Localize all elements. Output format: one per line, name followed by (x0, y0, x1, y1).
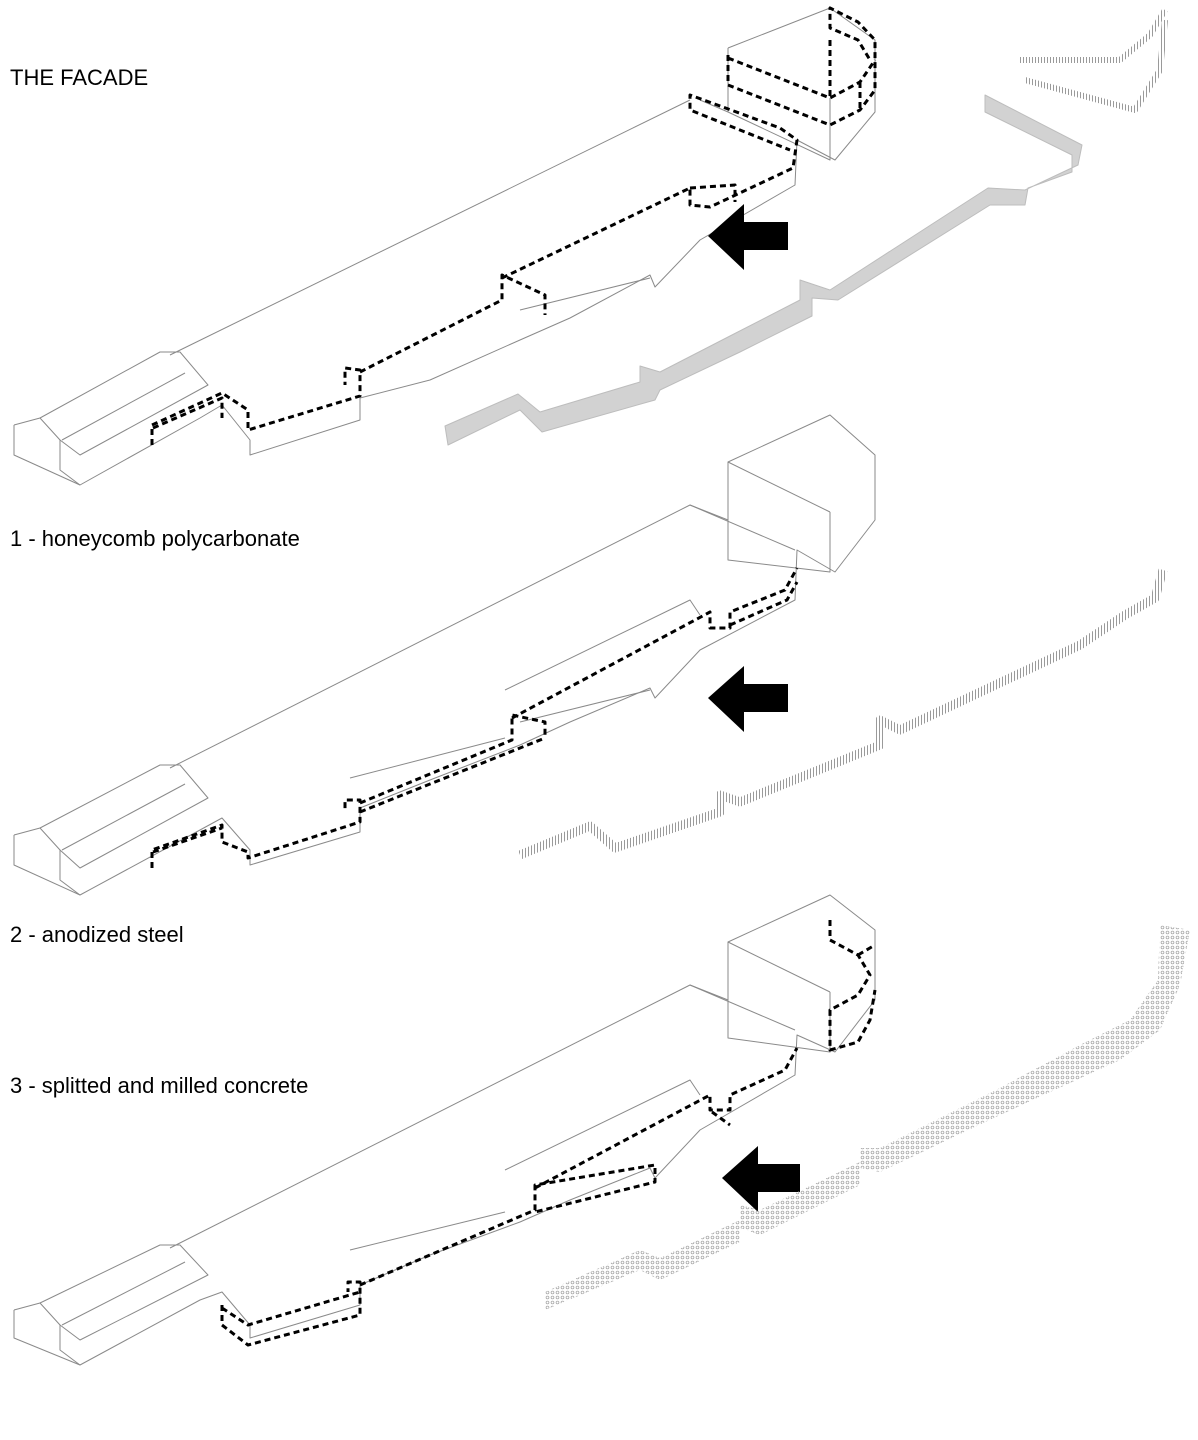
material-sample-concrete (545, 925, 1190, 1310)
diagram-title: THE FACADE (10, 65, 149, 90)
facade-layer-1 (150, 6, 877, 445)
option-2-caption: 2 - anodized steel (10, 922, 184, 947)
building-outline-3 (13, 894, 876, 1366)
building-outline-2 (13, 414, 876, 896)
option-3-caption: 3 - splitted and milled concrete (10, 1073, 309, 1098)
arrow-left-icon (708, 666, 788, 732)
facade-layer-2 (150, 567, 799, 868)
arrow-left-icon (708, 204, 788, 270)
option-1-drawing (13, 6, 1168, 486)
option-2-drawing (13, 414, 1168, 896)
arrow-left-icon (722, 1146, 800, 1212)
material-sample-polycarbonate (444, 8, 1168, 446)
material-sample-anodized-steel (518, 568, 1168, 860)
option-1-caption: 1 - honeycomb polycarbonate (10, 526, 300, 551)
option-3-drawing (13, 894, 1190, 1366)
facade-layer-3 (220, 920, 877, 1347)
